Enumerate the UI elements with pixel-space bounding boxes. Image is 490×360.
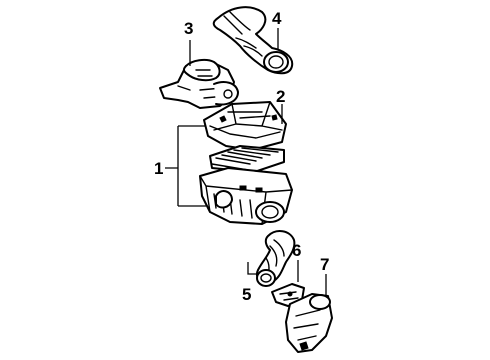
callout-5: 5 <box>242 285 251 304</box>
lower-hose-part-5 <box>256 230 296 287</box>
callout-1: 1 <box>154 159 163 178</box>
callout-3: 3 <box>184 19 193 38</box>
callout-4: 4 <box>272 9 282 28</box>
air-flow-meter-part-3 <box>159 58 239 109</box>
resonator-part-7 <box>285 293 333 353</box>
callout-7: 7 <box>320 255 329 274</box>
callout-2: 2 <box>276 87 285 106</box>
air-cleaner-case <box>199 167 293 225</box>
callout-6: 6 <box>292 241 301 260</box>
air-cleaner-cap-part-2 <box>203 101 287 151</box>
filter-element <box>209 145 285 173</box>
leader-lines <box>165 28 327 296</box>
intake-hose-part-4 <box>212 6 294 75</box>
